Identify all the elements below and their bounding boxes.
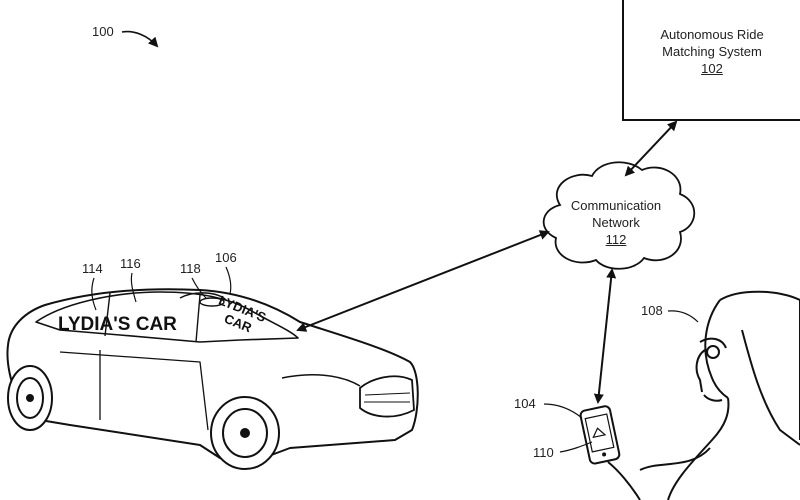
leader-118 xyxy=(191,277,207,299)
requestor-person xyxy=(607,290,800,500)
leader-104 xyxy=(543,403,583,419)
autonomous-vehicle xyxy=(6,288,419,470)
system-label-line2: Matching System xyxy=(662,44,762,59)
ref-requestor-108: 108 xyxy=(641,303,663,318)
vehicle-to-network-arrow xyxy=(296,230,550,332)
ref-device-104: 104 xyxy=(514,396,536,411)
windshield-display-label: LYDIA'S CAR xyxy=(58,314,177,335)
network-label-line1: Communication xyxy=(570,198,662,213)
ref-display-114: 114 xyxy=(82,261,103,276)
ref-vehicle-106: 106 xyxy=(215,250,237,265)
system-ref: 102 xyxy=(701,61,723,76)
figure-ref-label: 100 xyxy=(92,24,114,39)
ref-app-110: 110 xyxy=(533,445,554,460)
ref-sensor-116: 116 xyxy=(120,256,141,271)
network-ref: 112 xyxy=(605,232,627,247)
leader-110 xyxy=(559,441,593,453)
figure-ref-arrow xyxy=(121,30,159,48)
communication-network-cloud xyxy=(542,161,696,270)
leader-114 xyxy=(91,277,97,311)
ref-light-118: 118 xyxy=(180,261,201,276)
requestor-device xyxy=(579,405,621,465)
network-label: Communication Network 112 xyxy=(556,197,676,248)
leader-116 xyxy=(130,272,137,303)
device-to-network-arrow xyxy=(593,268,617,404)
leader-108 xyxy=(667,310,699,323)
ride-matching-system-box xyxy=(622,0,800,121)
network-to-system-arrow xyxy=(624,120,678,177)
system-label: Autonomous Ride Matching System 102 xyxy=(628,26,796,77)
network-label-line2: Network xyxy=(592,215,640,230)
system-label-line1: Autonomous Ride xyxy=(660,27,764,42)
leader-106 xyxy=(225,266,232,295)
